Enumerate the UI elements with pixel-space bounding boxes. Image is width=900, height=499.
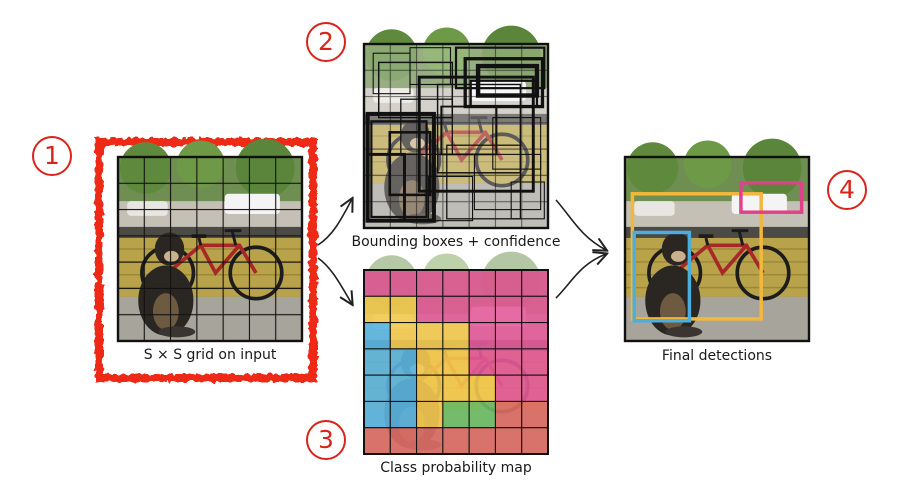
arrow-from-bounding-boxes — [555, 199, 606, 250]
class-cell-bicycle — [389, 295, 418, 324]
class-cell-bicycle — [389, 322, 418, 350]
bounding-box-panel — [362, 23, 550, 230]
final-image — [623, 136, 811, 343]
arrow-to-class-map — [317, 257, 352, 304]
class-cell-car — [416, 269, 444, 297]
class-cell-dog — [389, 374, 418, 402]
step-3-badge: 3 — [306, 420, 346, 460]
step-1-badge: 1 — [32, 136, 72, 176]
class-cell-bicycle — [416, 348, 444, 376]
arrow-to-bounding-boxes — [317, 199, 352, 246]
class-cell-bicycle — [416, 400, 444, 429]
class-cell-car — [442, 295, 470, 324]
input-image — [116, 136, 304, 343]
bbox-image — [362, 23, 550, 230]
class-cell-background — [521, 427, 549, 455]
class-cell-bicycle — [442, 374, 470, 402]
class-cell-background — [521, 400, 549, 429]
class-cell-car — [363, 269, 391, 297]
class-cell-car — [521, 374, 549, 402]
class-cell-bicycle — [468, 374, 496, 402]
class-cell-dog — [389, 400, 418, 429]
class-cell-car — [494, 322, 523, 350]
class-cell-dog — [363, 374, 391, 402]
class-cell-dog — [363, 322, 391, 350]
grid-input-panel — [95, 136, 317, 382]
class-cell-background — [363, 427, 391, 455]
class-cell-dining-table — [442, 400, 470, 429]
class-cell-dog — [363, 400, 391, 429]
class-cell-car — [521, 295, 549, 324]
class-cell-car — [389, 269, 418, 297]
class-cell-dining-table — [468, 400, 496, 429]
flow-arrows — [317, 199, 606, 304]
arrow-from-class-map — [555, 254, 606, 299]
class-cell-car — [494, 348, 523, 376]
class-cell-background — [442, 427, 470, 455]
class-cell-background — [494, 400, 523, 429]
class-cell-car — [468, 348, 496, 376]
class-cell-background — [494, 427, 523, 455]
step-2-badge: 2 — [306, 22, 346, 62]
class-cell-car — [494, 295, 523, 324]
step-4-badge: 4 — [827, 170, 867, 210]
class-cell-car — [494, 374, 523, 402]
class-probability-panel — [362, 249, 550, 456]
bicycle-detection-box — [630, 192, 763, 321]
class-cell-dog — [363, 348, 391, 376]
caption-final-detections: Final detections — [661, 348, 773, 364]
class-probability-map — [362, 249, 550, 456]
class-cell-bicycle — [416, 322, 444, 350]
class-cell-car — [521, 322, 549, 350]
class-cell-bicycle — [442, 348, 470, 376]
class-cell-car — [468, 322, 496, 350]
class-cell-car — [521, 269, 549, 297]
dog-detection-box — [632, 230, 692, 323]
class-cell-background — [468, 427, 496, 455]
class-cell-car — [494, 269, 523, 297]
class-cell-dog — [389, 348, 418, 376]
class-cell-background — [389, 427, 418, 455]
class-cell-car — [416, 295, 444, 324]
class-cell-bicycle — [416, 374, 444, 402]
final-detections-panel — [623, 136, 811, 343]
class-cell-car — [521, 348, 549, 376]
car-detection-box — [739, 181, 804, 214]
caption-bounding-boxes: Bounding boxes + confidence — [351, 234, 561, 250]
class-cell-car — [468, 269, 496, 297]
class-cell-car — [442, 269, 470, 297]
class-cell-bicycle — [363, 295, 391, 324]
class-cell-bicycle — [442, 322, 470, 350]
class-cell-background — [416, 427, 444, 455]
caption-class-probability: Class probability map — [380, 460, 532, 476]
caption-grid-input: S × S grid on input — [143, 347, 277, 363]
class-cell-car — [468, 295, 496, 324]
